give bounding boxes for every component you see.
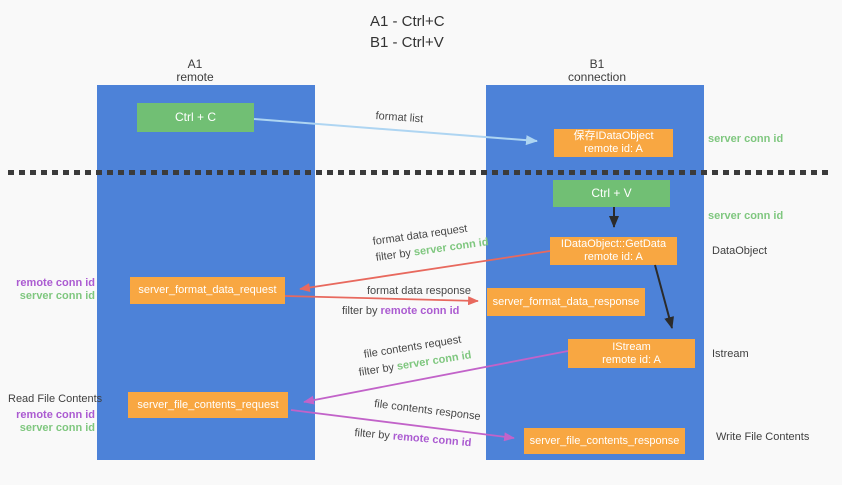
node-server-format-data-request: server_format_data_request	[130, 277, 285, 304]
node-ctrl-c-label: Ctrl + C	[174, 110, 216, 124]
node-save-idataobject: 保存IDataObject remote id: A	[554, 129, 673, 157]
label-write-file-contents: Write File Contents	[716, 431, 810, 443]
node-format-response-label: server_format_data_response	[492, 295, 640, 308]
remote-conn-id-text: remote conn id	[380, 305, 460, 317]
dotted-separator	[8, 170, 831, 175]
lane-header-b1: B1 connection	[568, 58, 626, 84]
label-server-conn-id-top: server conn id	[708, 133, 784, 145]
title-line-2: B1 - Ctrl+V	[370, 34, 444, 51]
flow-label-filter-by-remote-conn-id-1: filter by remote conn id	[342, 305, 459, 317]
diagram-title: A1 - Ctrl+C B1 - Ctrl+V	[370, 11, 445, 53]
node-file-request-label: server_file_contents_request	[137, 398, 279, 411]
filter-by-text: filter by	[353, 427, 394, 443]
node-getdata-line1: IDataObject::GetData	[560, 238, 667, 250]
node-ctrl-v-label: Ctrl + V	[591, 186, 632, 200]
filter-by-text: filter by	[342, 305, 381, 317]
label-conn-ids-top: remote conn id server conn id	[0, 277, 95, 303]
flow-label-format-list: format list	[375, 110, 424, 126]
node-ctrl-c: Ctrl + C	[137, 103, 254, 132]
flow-label-file-contents-response: file contents response	[373, 398, 482, 423]
node-server-file-contents-response: server_file_contents_response	[524, 428, 685, 454]
flow-label-filter-by-remote-conn-id-2: filter by remote conn id	[354, 427, 472, 449]
node-getdata: IDataObject::GetData remote id: A	[550, 237, 677, 265]
node-istream-line1: IStream	[612, 340, 651, 353]
filter-by-text: filter by	[358, 360, 398, 379]
remote-conn-id-text: remote conn id	[392, 430, 472, 450]
flow-label-format-data-response: format data response	[367, 285, 471, 297]
label-read-file-contents: Read File Contents	[8, 393, 103, 405]
node-format-request-label: server_format_data_request	[138, 284, 277, 296]
filter-by-text: filter by	[375, 246, 415, 264]
node-istream: IStream remote id: A	[568, 339, 695, 368]
lane-b1-name: B1	[589, 57, 605, 71]
label-server-conn-id-left-top: server conn id	[19, 290, 95, 302]
lane-b1-role: connection	[567, 70, 627, 84]
label-conn-ids-bottom: remote conn id server conn id	[0, 409, 95, 435]
label-remote-conn-id-bottom: remote conn id	[16, 409, 95, 421]
node-save-idataobject-line1: 保存IDataObject	[573, 130, 654, 142]
node-server-file-contents-request: server_file_contents_request	[128, 392, 288, 418]
label-remote-conn-id-top: remote conn id	[16, 277, 95, 289]
title-line-1: A1 - Ctrl+C	[370, 13, 445, 30]
lane-header-a1: A1 remote	[176, 58, 213, 84]
node-getdata-line2: remote id: A	[584, 251, 643, 263]
lane-a1-role: remote	[176, 70, 214, 84]
node-file-response-label: server_file_contents_response	[529, 434, 680, 447]
label-istream: Istream	[712, 348, 749, 360]
node-istream-line2: remote id: A	[602, 353, 661, 366]
label-server-conn-id-left-bottom: server conn id	[19, 422, 95, 434]
label-server-conn-id-mid: server conn id	[708, 210, 784, 222]
label-dataobject: DataObject	[712, 245, 768, 257]
node-save-idataobject-line2: remote id: A	[584, 143, 643, 155]
lane-a1-name: A1	[187, 57, 203, 71]
node-ctrl-v: Ctrl + V	[553, 180, 670, 207]
node-server-format-data-response: server_format_data_response	[487, 288, 645, 316]
